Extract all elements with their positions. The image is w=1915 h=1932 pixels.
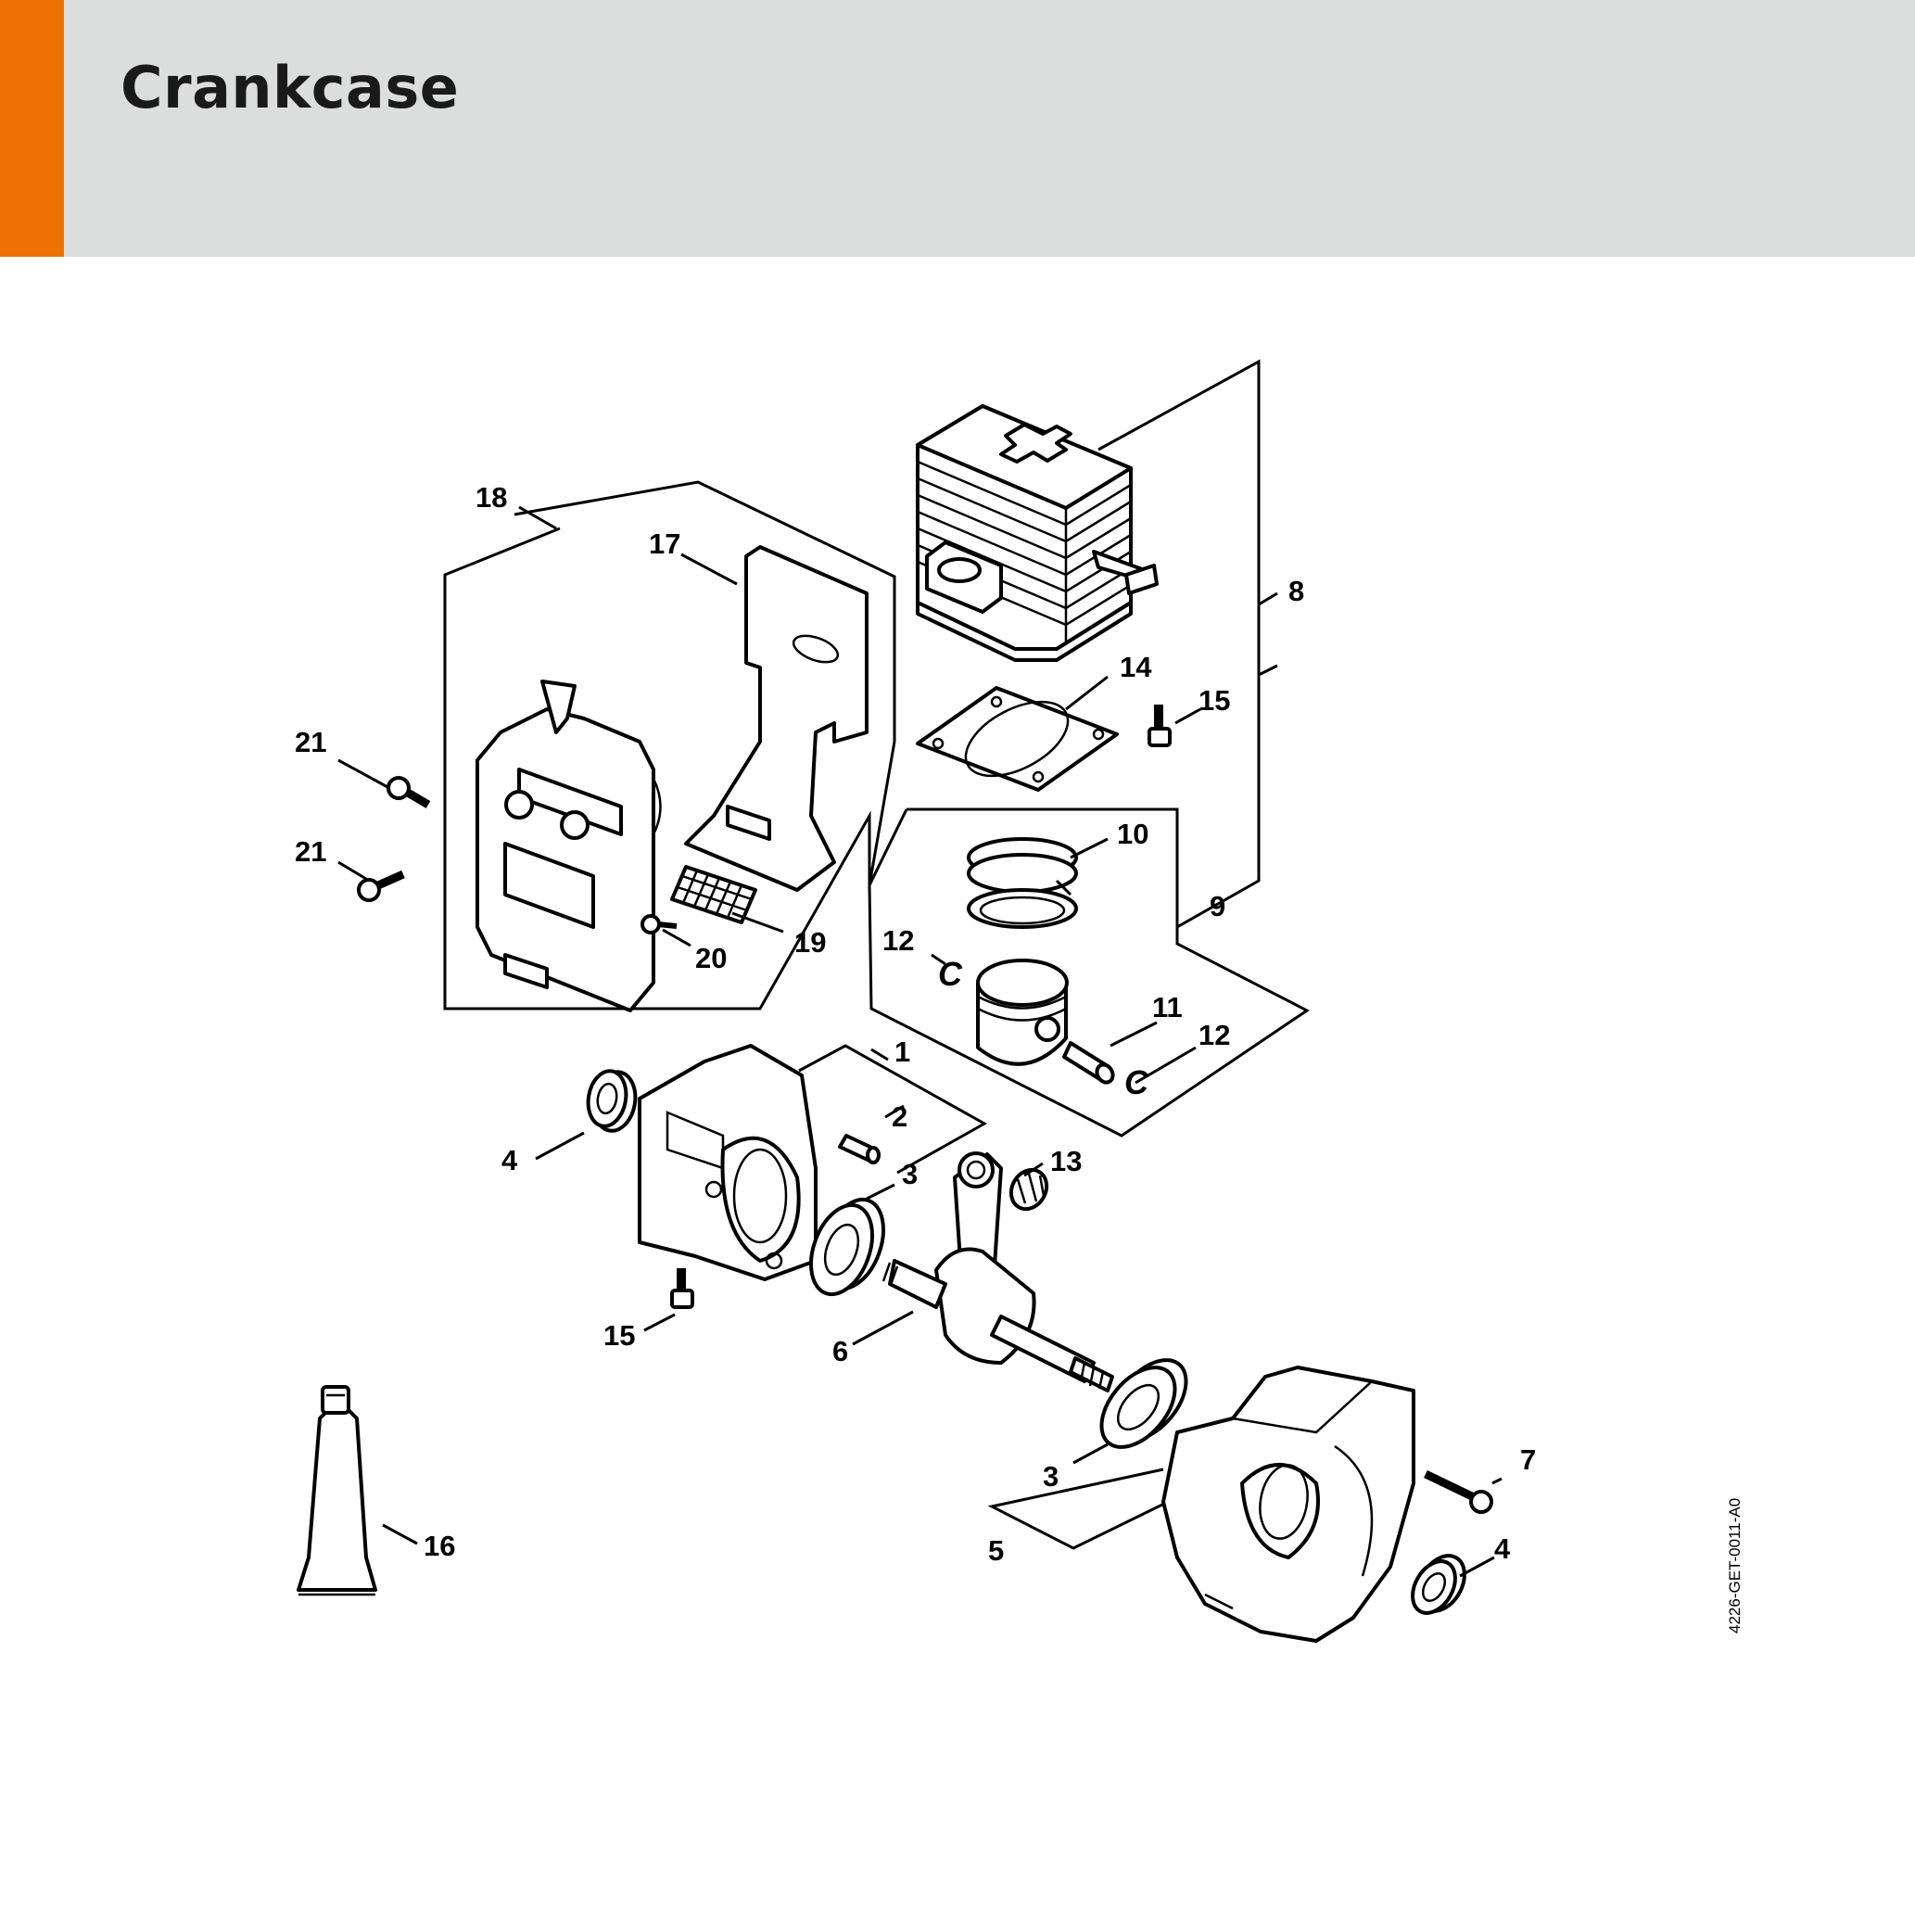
muffler-screw-lower-part: [357, 870, 405, 902]
piston-rings-part: [967, 837, 1078, 929]
circlip-upper-part: C: [938, 955, 963, 993]
callout-2: 2: [892, 1100, 907, 1133]
callout-15-upper: 15: [1198, 684, 1230, 717]
bracket-9: [868, 807, 1310, 1138]
heat-shield-part: [684, 545, 869, 892]
callout-14: 14: [1120, 651, 1152, 683]
piston-part: [976, 959, 1069, 1066]
bracket-18: [443, 480, 896, 1010]
header-band: [0, 0, 1915, 257]
callout-12-lower: 12: [1198, 1019, 1230, 1051]
callout-10: 10: [1117, 818, 1148, 850]
muffler-screw-upper-part: [387, 776, 431, 808]
callout-7: 7: [1520, 1443, 1536, 1476]
callout-numbers: 1 2 3 3 4 4 5 6 7 8 9 10 11 12 12 13 14 …: [295, 481, 1536, 1567]
ball-bearing-right-part: [1099, 1358, 1188, 1449]
callout-11: 11: [1152, 991, 1183, 1023]
document-code: 4226-GET-0011-A0: [1726, 1498, 1744, 1633]
crankcase-screw-lower-part: [670, 1268, 694, 1309]
crankcase-fan-side-part: [1161, 1366, 1415, 1643]
callout-3-upper: 3: [902, 1158, 918, 1190]
dowel-pin-part: [838, 1134, 881, 1164]
needle-cage-part: [1008, 1167, 1049, 1212]
cylinder-part: [916, 404, 1159, 662]
ball-bearing-left-part: [809, 1197, 885, 1297]
accent-bar: [0, 0, 64, 257]
callout-18: 18: [476, 481, 507, 514]
callout-21-upper: 21: [295, 726, 326, 758]
bracket-5: [987, 1468, 1165, 1550]
callout-8: 8: [1288, 575, 1304, 607]
cylinder-screw-part: [1148, 705, 1172, 747]
crankcase-screw-part: [1424, 1469, 1493, 1514]
callout-4-left: 4: [501, 1144, 518, 1176]
callout-15-lower: 15: [603, 1319, 635, 1352]
callout-1: 1: [894, 1036, 910, 1068]
muffler-part: [476, 680, 662, 1012]
callout-21-lower: 21: [295, 835, 326, 868]
callout-17: 17: [649, 527, 680, 560]
grease-tube-part: [297, 1385, 377, 1596]
cylinder-gasket-part: [916, 686, 1119, 792]
callout-19: 19: [794, 926, 826, 959]
piston-pin-part: [1062, 1041, 1115, 1085]
crankshaft-part: [881, 1151, 1114, 1392]
oil-seal-left-part: [586, 1069, 638, 1133]
bracket-8: [1097, 359, 1278, 929]
page-title: Crankcase: [120, 54, 460, 121]
callout-5: 5: [988, 1534, 1004, 1567]
bracket-1: [798, 1044, 988, 1175]
callout-4-right: 4: [1494, 1532, 1511, 1565]
callout-9: 9: [1210, 890, 1225, 922]
screen-screw-part: [640, 914, 678, 934]
callout-12-upper: 12: [882, 924, 914, 957]
callout-3-lower: 3: [1043, 1460, 1059, 1493]
leader-lines: [337, 505, 1503, 1578]
callout-6: 6: [832, 1335, 848, 1367]
callout-13: 13: [1050, 1145, 1082, 1177]
callout-16: 16: [424, 1530, 455, 1562]
crankcase-half-part: [638, 1044, 818, 1281]
circlip-lower-part: C: [1124, 1063, 1149, 1101]
spark-arrester-screen-part: [670, 865, 757, 924]
oil-seal-right-part: [1411, 1554, 1466, 1615]
callout-20: 20: [695, 942, 727, 974]
